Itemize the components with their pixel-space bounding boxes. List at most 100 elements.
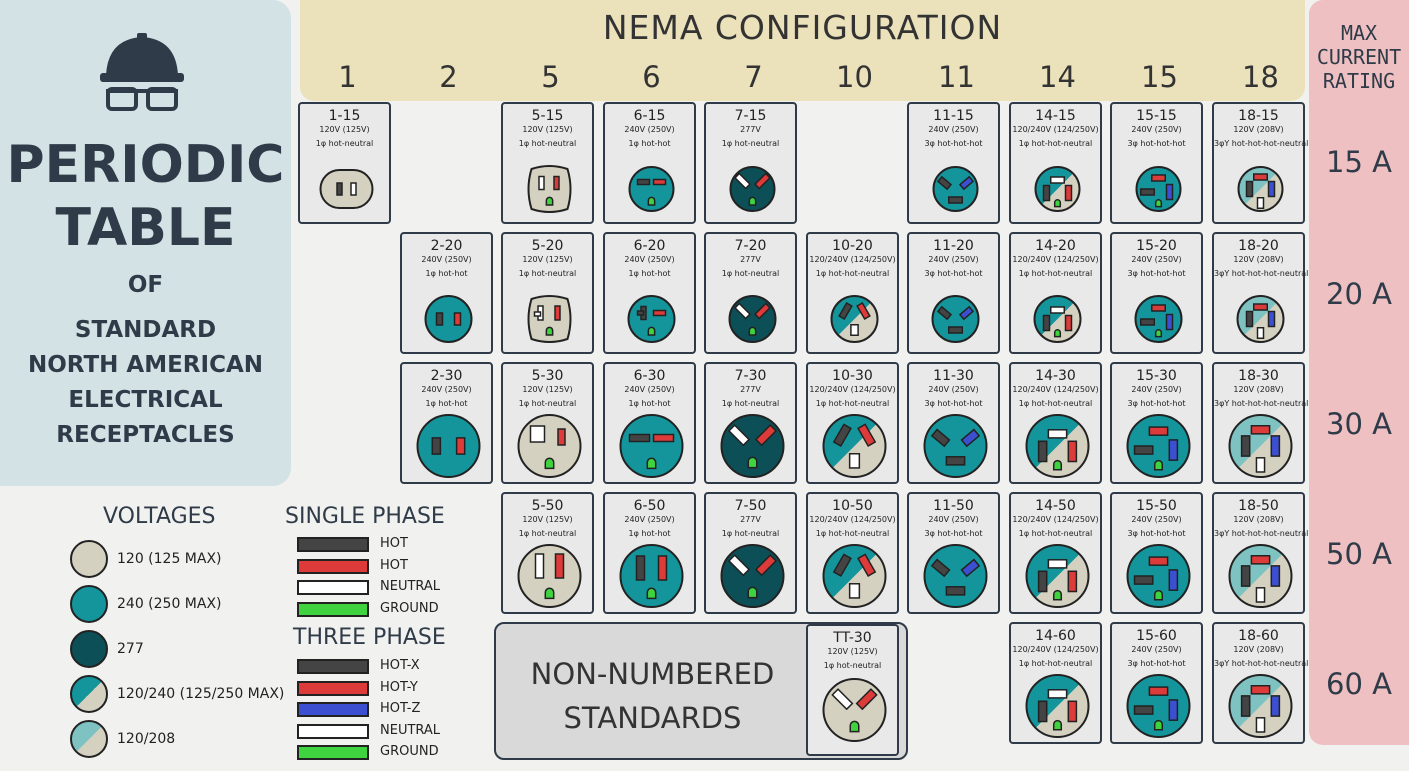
ground-pin [545,196,554,206]
wire-label: HOT-Z [380,701,421,716]
receptacle-name: 10-50 [832,498,873,514]
column-number: 1 [338,60,357,94]
receptacle-name: 11-20 [933,238,974,254]
hot-y-pin [1148,556,1169,566]
receptacle-phase: 3φY hot-hot-hot-neutral [1214,269,1309,278]
ground-pin [1153,459,1164,471]
hot-x-pin [930,428,951,448]
hot-z-pin [1165,313,1174,331]
voltage-label: 120/240 (125/250 MAX) [117,686,285,702]
neutral-pin [1256,197,1265,209]
neutral-pin [1047,429,1068,439]
rating-60a: 60 A [1326,667,1392,701]
hot-x-pin [936,305,953,321]
receptacle-volt: 240V (250V) [624,125,675,134]
ground-pin [646,587,657,600]
hot-z-pin [1168,699,1179,721]
receptacle-face-icon [932,166,979,212]
hot-pin [1037,570,1048,593]
receptacle-phase: 3φ hot-hot-hot [1127,659,1186,668]
hot-pin [855,688,878,711]
title-line-7: RECEPTACLES [56,422,235,448]
receptacle-phase: 1φ hot-hot-neutral [815,269,890,278]
receptacle-volt: 277V [740,125,761,134]
wire-color-swatch [297,745,369,760]
hot-x-pin [1140,318,1155,326]
hot-pin [336,182,343,196]
receptacle-volt: 240V (250V) [421,255,472,264]
receptacle-phase: 3φ hot-hot-hot [1127,399,1186,408]
receptacle-name: 5-20 [531,238,564,254]
neutral-pin [850,324,859,336]
hot-x-pin [1240,565,1251,587]
receptacle-volt: 120/240V (124/250V) [809,385,896,394]
title-line-2: TABLE [55,198,236,258]
receptacle-face-icon [517,544,582,608]
ground-pin [1154,329,1163,338]
receptacle-name: 2-20 [430,238,463,254]
hot-pin [1042,184,1051,202]
receptacle-name: 5-30 [531,368,564,384]
receptacle-volt: 240V (250V) [928,385,979,394]
ground-pin [647,196,656,206]
voltage-label: 120 (125 MAX) [117,551,222,567]
hot-pin [553,175,560,191]
title-line-6: ELECTRICAL [68,387,223,413]
receptacle-volt: 120V (125V) [319,125,370,134]
neutral-pin [1047,559,1068,569]
receptacle-phase: 1φ hot-hot [628,139,671,148]
hot-pin [431,437,442,455]
column-number: 7 [744,60,763,94]
voltage-swatch-icon [70,630,108,668]
receptacle-name: 18-30 [1238,368,1279,384]
receptacle-name: 5-50 [531,498,564,514]
receptacle-volt: 120V (125V) [522,125,573,134]
hot-x-pin [1245,180,1254,198]
nema-header-band [300,0,1305,101]
receptacle-phase: 1φ hot-hot [425,269,468,278]
rating-50a: 50 A [1326,537,1392,571]
hot-y-pin [1151,304,1166,312]
neutral-pin-t [533,311,542,317]
receptacle-name: 11-50 [933,498,974,514]
receptacle-name: 18-50 [1238,498,1279,514]
receptacle-face-icon [1126,414,1191,478]
receptacle-phase: 3φ hot-hot-hot [924,399,983,408]
neutral-pin [848,583,861,599]
receptacle-phase: 3φ hot-hot-hot [1127,529,1186,538]
title-line-4: STANDARD [74,317,217,343]
ground-pin [748,326,757,336]
wire-color-swatch [297,702,369,717]
column-number: 2 [439,60,458,94]
receptacle-phase: 1φ hot-hot-neutral [1018,139,1093,148]
voltage-label: 240 (250 MAX) [117,596,222,612]
receptacle-volt: 120V (125V) [522,385,573,394]
column-number: 5 [541,60,560,94]
receptacle-face-icon [319,169,374,209]
ground-pin [545,326,554,336]
wire-color-swatch [297,601,369,617]
hot-y-pin [1148,686,1169,696]
receptacle-name: 18-60 [1238,628,1279,644]
receptacle-volt: 277V [740,385,761,394]
receptacle-phase: 1φ hot-hot [628,529,671,538]
rating-title-line-3: RATING [1322,69,1396,93]
ground-pin [544,457,555,470]
receptacle-phase: 3φ hot-hot-hot [924,269,983,278]
hot-z-pin [1270,565,1281,587]
neutral-pin [1050,176,1065,184]
ground-pin [544,587,555,600]
receptacle-name: 6-15 [633,108,666,124]
receptacle-volt: 277V [740,515,761,524]
hot-pin [455,437,466,455]
receptacle-name: 10-20 [832,238,873,254]
receptacle-phase: 1φ hot-hot-neutral [1018,269,1093,278]
